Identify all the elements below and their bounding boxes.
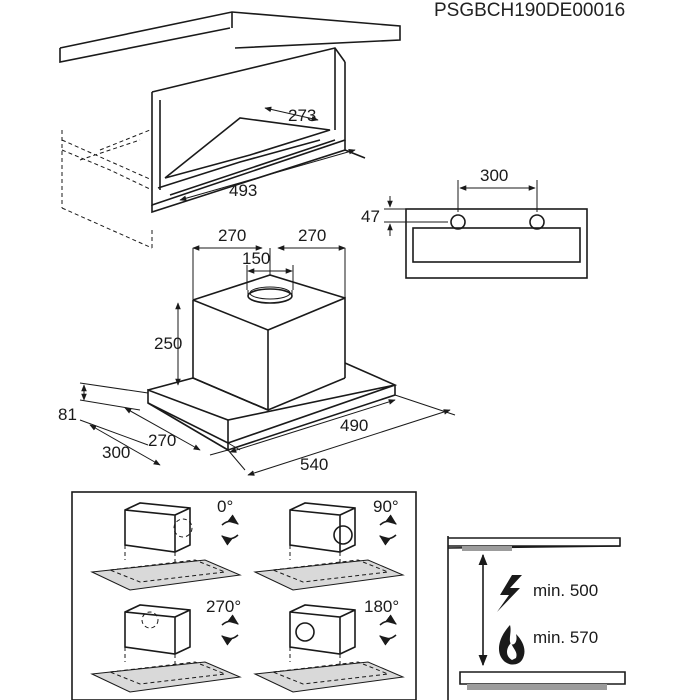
offset-left-label: 270 <box>218 226 246 245</box>
cabinet-drawing <box>59 11 401 249</box>
panel-height-label: 81 <box>58 405 77 424</box>
motor-height-label: 250 <box>154 334 182 353</box>
document-code: PSGBCH190DE00016 <box>434 0 626 21</box>
width-inner-label: 490 <box>340 416 368 435</box>
duct-diameter-label: 150 <box>242 249 270 268</box>
front-view-drawing <box>384 180 588 279</box>
rotation-panel <box>71 491 417 700</box>
rotation-180-drawing <box>253 604 405 693</box>
rotation-label-270: 270° <box>206 597 241 616</box>
cabinet-width-label: 493 <box>229 181 257 200</box>
hood-drawing <box>79 245 456 476</box>
rotation-label-90: 90° <box>373 497 399 516</box>
rotation-label-180: 180° <box>364 597 399 616</box>
gas-flame-icon <box>498 625 525 665</box>
rotation-label-0: 0° <box>217 497 233 516</box>
rotation-90-drawing <box>253 502 405 591</box>
cabinet-depth-label: 273 <box>288 106 316 125</box>
depth-total-label: 300 <box>102 443 130 462</box>
electric-hob-icon <box>497 575 522 612</box>
gas-clearance-label: min. 570 <box>533 628 598 647</box>
rotation-270-drawing <box>90 604 242 693</box>
electric-clearance-label: min. 500 <box>533 581 598 600</box>
rotation-0-drawing <box>90 502 242 591</box>
offset-right-label: 270 <box>298 226 326 245</box>
hole-spacing-label: 300 <box>480 166 508 185</box>
hole-height-label: 47 <box>361 207 380 226</box>
clearance-drawing <box>447 536 626 700</box>
depth-inner-label: 270 <box>148 431 176 450</box>
rotate-arrows-icon <box>221 514 397 646</box>
width-total-label: 540 <box>300 455 328 474</box>
